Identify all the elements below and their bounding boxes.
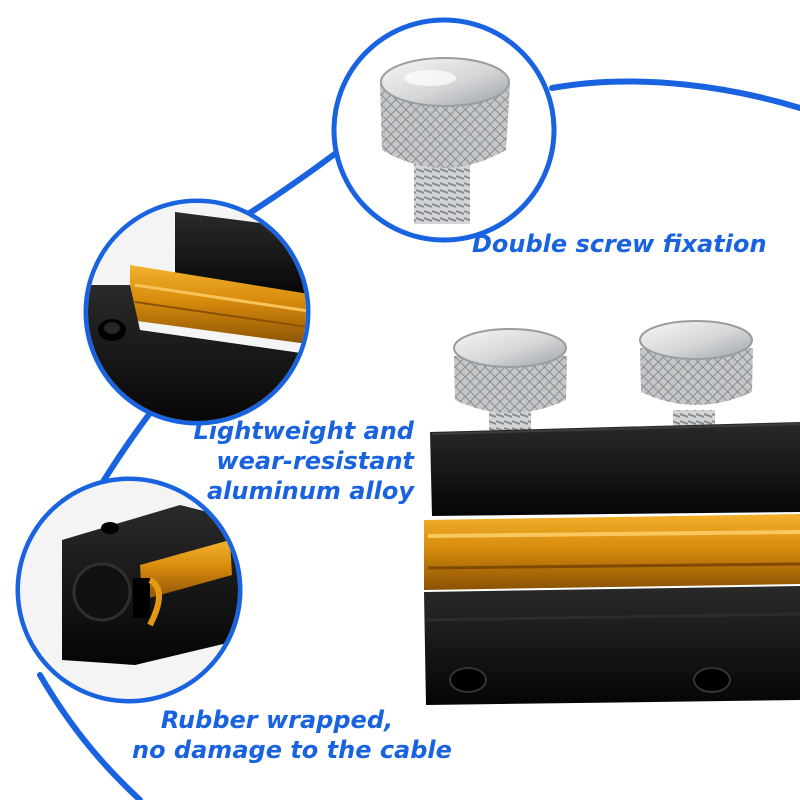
- caption-double-screw: Double screw fixation: [472, 229, 767, 259]
- caption-aluminum-alloy: Lightweight and wear-resistant aluminum …: [190, 416, 415, 506]
- inset-screw-detail: [331, 17, 557, 243]
- caption-line: aluminum alloy: [206, 477, 414, 505]
- inset-rubber-detail: [15, 476, 243, 704]
- caption-line: wear-resistant: [216, 447, 414, 475]
- caption-line: no damage to the cable: [132, 736, 452, 764]
- caption-line: Lightweight and: [193, 417, 415, 445]
- caption-line: Double screw fixation: [472, 230, 767, 258]
- cable-lubricator-product: [424, 320, 800, 705]
- caption-line: Rubber wrapped,: [160, 706, 394, 734]
- blue-guide-arcs: [37, 78, 800, 800]
- inset-channel-detail: [83, 198, 311, 426]
- caption-rubber-wrapped: Rubber wrapped, no damage to the cable: [132, 705, 452, 765]
